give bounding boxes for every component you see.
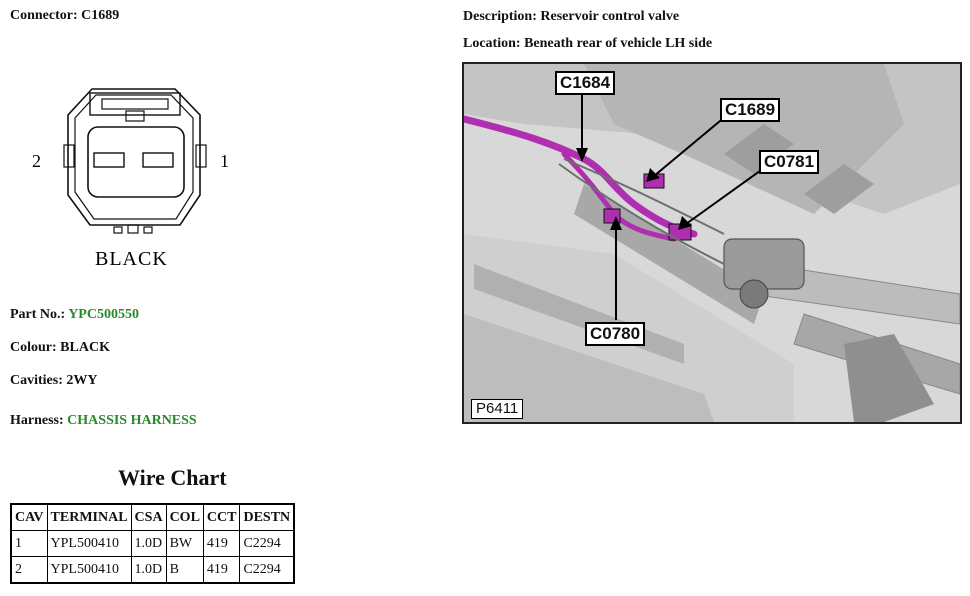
pin-right-label: 1 — [220, 151, 229, 171]
cell-destn: C2294 — [239, 530, 295, 557]
callout-c1689: C1689 — [720, 98, 781, 122]
connector-color-text: BLACK — [95, 248, 168, 270]
connector-value: C1689 — [81, 8, 120, 23]
cavity-1 — [142, 152, 174, 168]
chassis-drawing — [464, 64, 960, 422]
part-no-label: Part No.: — [10, 307, 66, 322]
pin-left-label: 2 — [32, 151, 41, 171]
wire-chart-table: CAV TERMINAL CSA COL CCT DESTN 1 YPL5004… — [10, 503, 296, 584]
header-cct: CCT — [202, 503, 241, 531]
location-value: Beneath rear of vehicle LH side — [524, 36, 713, 51]
cell-terminal: YPL500410 — [46, 556, 132, 584]
cell-cct: 419 — [202, 556, 241, 584]
cell-csa: 1.0D — [130, 556, 167, 584]
callout-c1684: C1684 — [555, 71, 616, 95]
header-destn: DESTN — [239, 503, 295, 531]
location-label: Location: — [463, 36, 521, 51]
table-row: 2 YPL500410 1.0D B 419 C2294 — [10, 556, 295, 584]
cell-cct: 419 — [202, 530, 241, 557]
harness-link[interactable]: CHASSIS HARNESS — [67, 413, 197, 428]
cell-col: B — [165, 556, 204, 584]
colour-value: BLACK — [60, 340, 110, 355]
connector-label: Connector: — [10, 8, 78, 23]
header-cav: CAV — [10, 503, 48, 531]
part-no-link[interactable]: YPC500550 — [68, 307, 139, 322]
cavities-label: Cavities: — [10, 373, 63, 388]
cell-cav: 1 — [10, 530, 48, 557]
description-label: Description: — [463, 9, 537, 24]
cell-destn: C2294 — [239, 556, 295, 584]
description-line: Description: Reservoir control valve — [463, 9, 679, 25]
cavity-2 — [93, 152, 125, 168]
colour-line: Colour: BLACK — [10, 340, 110, 356]
cell-csa: 1.0D — [130, 530, 167, 557]
cell-terminal: YPL500410 — [46, 530, 132, 557]
connector-face-diagram: 2 1 BLACK — [32, 88, 229, 270]
cavities-value: 2WY — [66, 373, 98, 388]
connector-heading: Connector: C1689 — [10, 8, 119, 24]
table-row: 1 YPL500410 1.0D BW 419 C2294 — [10, 530, 295, 557]
header-col: COL — [165, 503, 204, 531]
location-line: Location: Beneath rear of vehicle LH sid… — [463, 36, 712, 52]
part-no-line: Part No.: YPC500550 — [10, 307, 139, 323]
harness-label: Harness: — [10, 413, 64, 428]
description-value: Reservoir control valve — [540, 9, 680, 24]
cell-col: BW — [165, 530, 204, 557]
colour-label: Colour: — [10, 340, 57, 355]
table-header-row: CAV TERMINAL CSA COL CCT DESTN — [10, 503, 295, 531]
location-illustration: C1684 C1689 C0781 C0780 P6411 — [462, 62, 962, 424]
callout-c0781: C0781 — [759, 150, 820, 174]
wire-chart-title: Wire Chart — [118, 465, 227, 490]
harness-line: Harness: CHASSIS HARNESS — [10, 413, 197, 429]
cavities-line: Cavities: 2WY — [10, 373, 98, 389]
cell-cav: 2 — [10, 556, 48, 584]
callout-c0780: C0780 — [585, 322, 646, 346]
header-terminal: TERMINAL — [46, 503, 132, 531]
header-csa: CSA — [130, 503, 167, 531]
figure-id: P6411 — [471, 399, 524, 419]
